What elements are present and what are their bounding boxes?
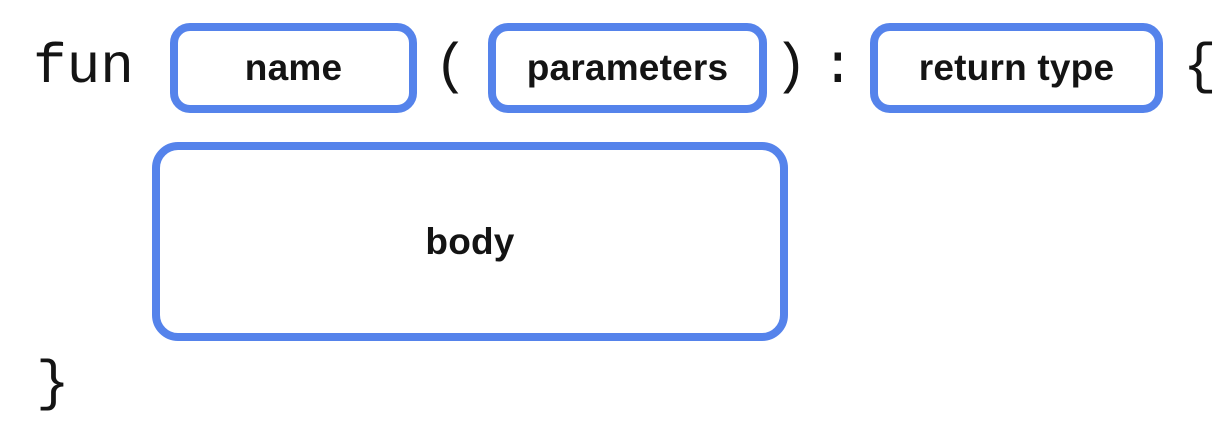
open-paren-token: ( <box>434 35 468 99</box>
parameters-placeholder-box: parameters <box>488 23 767 113</box>
return-type-placeholder-box: return type <box>870 23 1163 113</box>
body-placeholder-label: body <box>425 220 515 262</box>
return-type-placeholder-label: return type <box>918 47 1115 88</box>
parameters-placeholder-label: parameters <box>526 47 729 88</box>
body-placeholder-box: body <box>152 142 788 341</box>
open-brace-token: { <box>1183 35 1217 99</box>
name-placeholder-box: name <box>170 23 417 113</box>
close-paren-token: ) <box>774 35 808 99</box>
colon-token: : <box>821 35 855 99</box>
close-brace-token: } <box>36 352 70 416</box>
name-placeholder-label: name <box>244 47 343 88</box>
fun-keyword: fun <box>33 35 134 99</box>
